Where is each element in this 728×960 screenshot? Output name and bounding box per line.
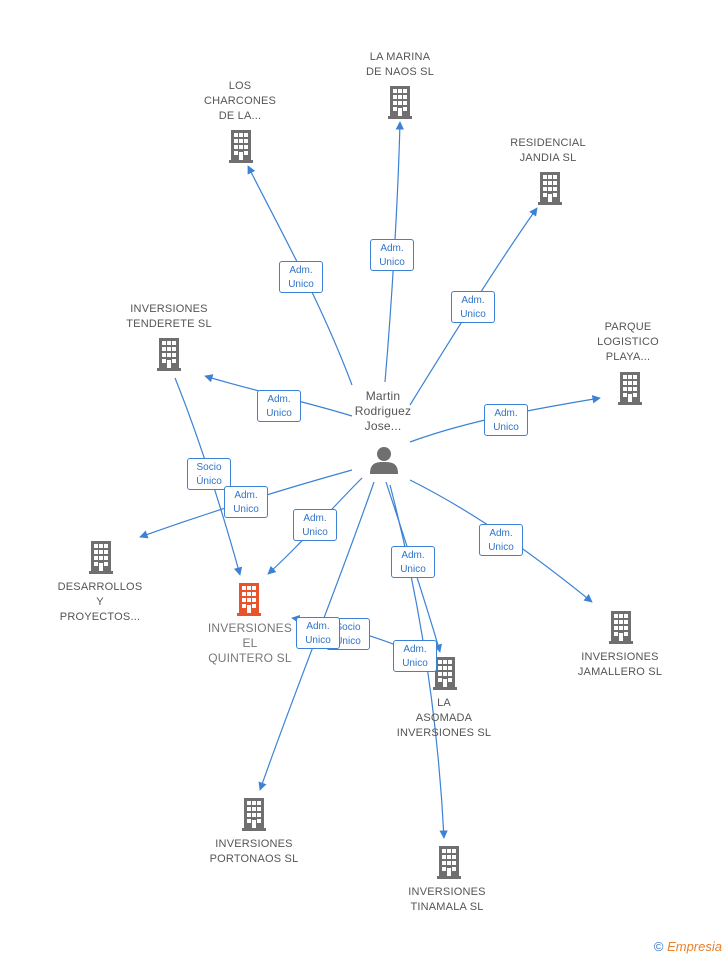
person-icon (370, 447, 398, 474)
edge-label-jamallero[interactable]: Adm. Unico (479, 524, 523, 556)
node-inversiones-portonaos[interactable]: INVERSIONES PORTONAOS SL (209, 838, 299, 865)
node-la-marina-de-naos[interactable]: LA MARINA DE NAOS SL (365, 51, 435, 78)
copyright-footer: © Empresia (654, 939, 722, 954)
building-icon (242, 798, 266, 831)
edge-label-quintero[interactable]: Adm. Unico (293, 509, 337, 541)
edge-label-desarrollos[interactable]: Adm. Unico (224, 486, 268, 518)
building-icon (89, 541, 113, 574)
node-la-asomada-inversiones[interactable]: LA ASOMADA INVERSIONES SL (396, 697, 492, 739)
building-icon (618, 372, 642, 405)
edge-label-socio-quintero[interactable]: Socio Único (187, 458, 231, 490)
edge-label-parque[interactable]: Adm. Unico (484, 404, 528, 436)
node-inversiones-el-quintero[interactable]: INVERSIONES EL QUINTERO SL (207, 621, 293, 665)
highlighted-building-icon (237, 583, 261, 616)
node-parque-logistico[interactable]: PARQUE LOGISTICO PLAYA... (597, 321, 659, 363)
node-inversiones-tinamala[interactable]: INVERSIONES TINAMALA SL (408, 886, 486, 913)
center-person-label[interactable]: Martin Rodriguez Jose... (354, 389, 412, 433)
edge-label-tenderete[interactable]: Adm. Unico (257, 390, 301, 422)
node-inversiones-jamallero[interactable]: INVERSIONES JAMALLERO SL (577, 651, 663, 678)
building-icon (437, 846, 461, 879)
building-icon (388, 86, 412, 119)
brand-logo[interactable]: Empresia (667, 939, 722, 954)
building-icon (538, 172, 562, 205)
building-icon (609, 611, 633, 644)
edge-label-asomada[interactable]: Adm. Unico (391, 546, 435, 578)
node-residencial-jandia[interactable]: RESIDENCIAL JANDIA SL (510, 137, 586, 164)
node-los-charcones[interactable]: LOS CHARCONES DE LA... (203, 80, 277, 122)
node-desarrollos-y-proyectos[interactable]: DESARROLLOS Y PROYECTOS... (57, 581, 143, 623)
building-icon (229, 130, 253, 163)
node-inversiones-tenderete[interactable]: INVERSIONES TENDERETE SL (126, 303, 212, 330)
copyright-icon: © (653, 939, 664, 954)
edge-label-marina[interactable]: Adm. Unico (370, 239, 414, 271)
edge-label-residencial[interactable]: Adm. Unico (451, 291, 495, 323)
edge-label-tinamala[interactable]: Adm. Unico (393, 640, 437, 672)
edge-label-charcones[interactable]: Adm. Unico (279, 261, 323, 293)
edge-label-portonaos[interactable]: Adm. Unico (296, 617, 340, 649)
building-icons (89, 86, 642, 879)
building-icon (157, 338, 181, 371)
